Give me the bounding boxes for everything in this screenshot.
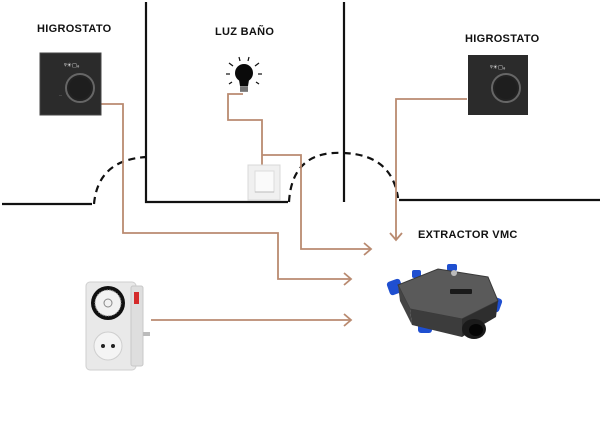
arrow-head-hygrostat-right (389, 232, 403, 242)
arrow-head-timer (343, 313, 353, 327)
wires (101, 93, 467, 321)
wire-hygrostat-left (101, 103, 350, 280)
hygrostat-left-icon: ᵠ☀◻ₔ — (39, 52, 102, 116)
light-bulb-icon (226, 56, 262, 92)
arrow-head-hygrostat-left (343, 272, 353, 286)
vmc-extractor-icon (386, 264, 503, 339)
svg-text:ᵠ☀◻ₔ: ᵠ☀◻ₔ (64, 62, 80, 69)
door-swings (92, 151, 400, 205)
wall-bathroom (144, 2, 288, 204)
hygrostat-left-label: HIGROSTATO (37, 23, 112, 35)
hygrostat-right-icon: ᵠ☀◻ₔ (468, 55, 528, 115)
svg-text:ᵠ☀◻ₔ: ᵠ☀◻ₔ (490, 64, 506, 71)
timer-plug-icon (85, 281, 150, 371)
bathroom-light-label: LUZ BAÑO (215, 26, 275, 38)
hygrostat-right-label: HIGROSTATO (465, 33, 540, 45)
walls (2, 2, 600, 206)
svg-text:—: — (59, 93, 62, 97)
door-swing-right (287, 151, 400, 203)
light-switch-icon (247, 164, 281, 201)
wire-switch-to-extractor (262, 154, 370, 250)
arrow-head-switch (363, 242, 373, 256)
wire-hygrostat-right (395, 98, 467, 240)
arrow-heads (343, 232, 403, 327)
extractor-label: EXTRACTOR VMC (418, 229, 518, 241)
door-swing-left (92, 155, 147, 205)
wire-light-to-switch (227, 93, 263, 165)
